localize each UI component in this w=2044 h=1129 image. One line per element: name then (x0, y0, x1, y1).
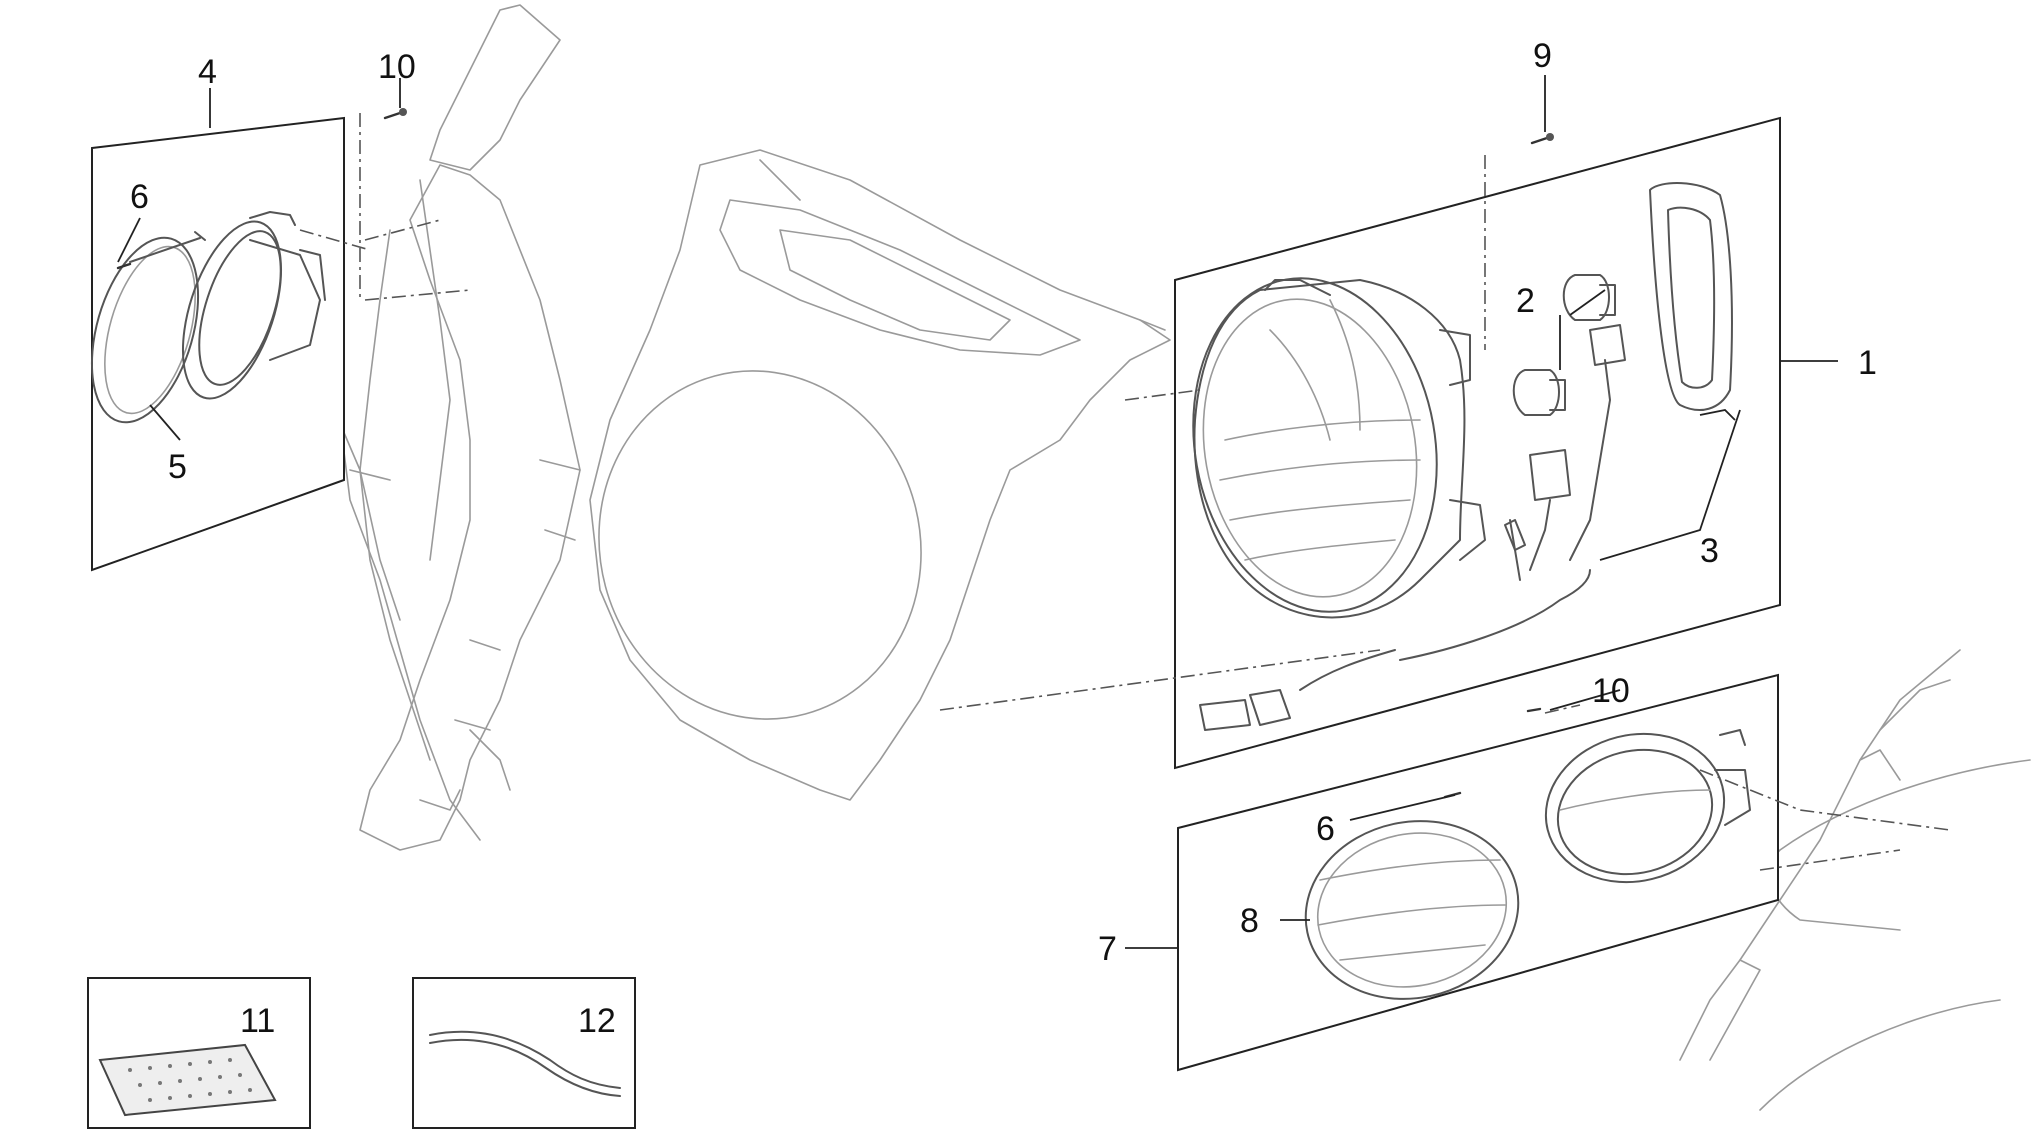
panel-1 (1174, 116, 1781, 770)
callout-5: 5 (168, 448, 187, 486)
callout-7: 7 (1098, 930, 1117, 968)
callout-6-right: 6 (1316, 810, 1335, 848)
panel-12 (412, 977, 636, 1129)
callouts: 1 2 3 4 5 6 6 7 8 9 10 10 11 12 (130, 37, 1877, 1040)
callout-10-left: 10 (378, 48, 416, 86)
callout-9: 9 (1533, 37, 1552, 75)
callout-10-right: 10 (1592, 672, 1630, 710)
callout-1: 1 (1858, 344, 1877, 382)
callout-3: 3 (1700, 532, 1719, 570)
leader-lines (117, 75, 1838, 949)
assembly-lines (299, 113, 1951, 871)
callout-6-left: 6 (130, 178, 149, 216)
panel-11 (87, 977, 311, 1129)
callout-4: 4 (198, 53, 217, 91)
screw-9-and-10 (383, 108, 1554, 713)
callout-11: 11 (240, 1002, 275, 1040)
front-body-panel (589, 149, 1171, 801)
front-shield-frame (329, 4, 581, 851)
callout-2: 2 (1516, 282, 1535, 320)
callout-12: 12 (578, 1002, 616, 1040)
panel-7 (1177, 673, 1779, 1072)
pad-texture (128, 1058, 252, 1102)
panel-4 (90, 116, 345, 572)
callout-8: 8 (1240, 902, 1259, 940)
